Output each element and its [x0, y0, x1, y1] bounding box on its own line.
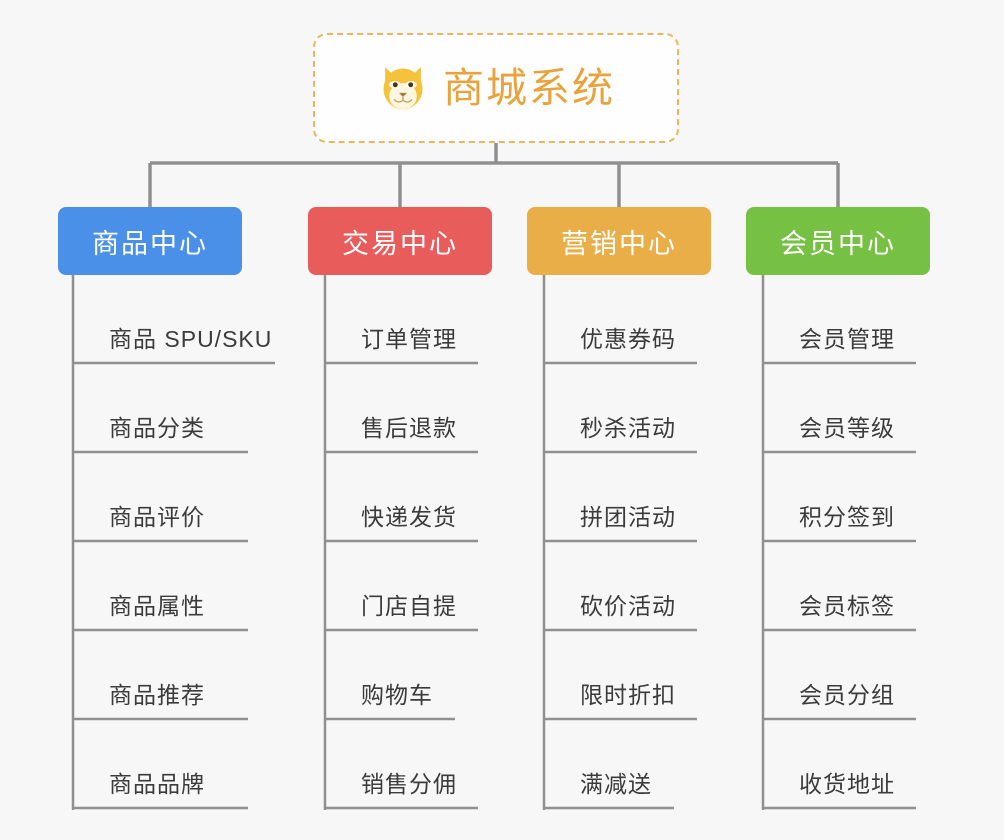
leaf-label: 快递发货: [361, 504, 457, 530]
leaf-label: 商品分类: [109, 415, 205, 441]
category-label-product: 商品中心: [92, 228, 208, 259]
leaf-label: 售后退款: [361, 415, 457, 441]
dog-face-icon: [383, 66, 423, 111]
leaf-label: 会员标签: [799, 593, 895, 619]
leaf-label: 购物车: [361, 682, 433, 708]
leaf-label: 商品 SPU/SKU: [109, 326, 273, 352]
root-node[interactable]: 商城系统: [313, 33, 679, 143]
leaf-label: 订单管理: [361, 326, 457, 352]
category-label-member: 会员中心: [780, 228, 896, 259]
category-label-trade: 交易中心: [342, 228, 458, 259]
leaf-label: 优惠券码: [580, 326, 676, 352]
leaf-label: 秒杀活动: [580, 415, 676, 441]
category-box-trade[interactable]: 交易中心: [308, 207, 492, 275]
leaf-label: 满减送: [580, 771, 652, 797]
category-label-marketing: 营销中心: [561, 228, 677, 259]
leaf-label: 会员分组: [799, 682, 895, 708]
leaf-label: 商品品牌: [109, 771, 205, 797]
leaf-label: 商品属性: [109, 593, 205, 619]
category-box-member[interactable]: 会员中心: [746, 207, 930, 275]
leaf-label: 商品评价: [109, 504, 205, 530]
leaf-label: 拼团活动: [580, 504, 676, 530]
leaf-label: 商品推荐: [109, 682, 205, 708]
leaf-label: 限时折扣: [580, 682, 676, 708]
leaf-label: 收货地址: [799, 771, 895, 797]
category-box-marketing[interactable]: 营销中心: [527, 207, 711, 275]
root-title: 商城系统: [443, 64, 615, 111]
leaf-label: 会员管理: [799, 326, 895, 352]
leaf-label: 积分签到: [799, 504, 895, 530]
leaf-label: 砍价活动: [580, 593, 676, 619]
leaf-label: 门店自提: [361, 593, 457, 619]
leaf-label: 销售分佣: [361, 771, 457, 797]
category-box-product[interactable]: 商品中心: [58, 207, 242, 275]
leaf-label: 会员等级: [799, 415, 895, 441]
